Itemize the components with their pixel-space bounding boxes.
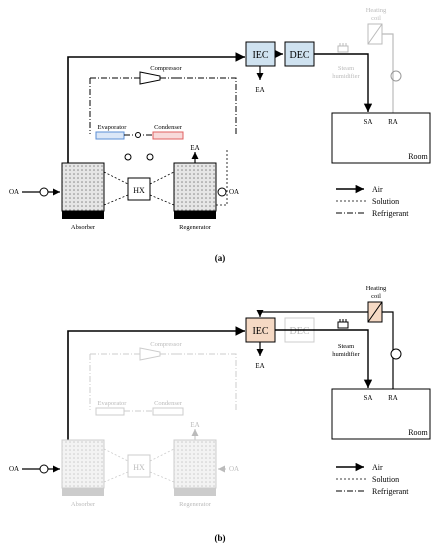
oa-left-label-b: OA: [9, 465, 19, 473]
condenser-icon-b: [152, 407, 184, 416]
regenerator-box: [173, 162, 217, 212]
ea-iec-label-b: EA: [255, 362, 264, 370]
absorber-fan-icon: [39, 187, 49, 197]
room-label-b: Room: [408, 428, 428, 437]
legend-refrigerant-b: Refrigerant: [372, 487, 409, 496]
heating-coil-label-2: coil: [371, 15, 381, 22]
room-label: Room: [408, 152, 428, 161]
steam-humidifier-label-b-1: Steam: [338, 343, 354, 350]
panel-a-label: (a): [215, 253, 226, 263]
legend-air: Air: [372, 185, 383, 194]
compressor-label-b: Compressor: [150, 341, 182, 348]
ea-iec-label: EA: [255, 86, 264, 94]
ra-label-b: RA: [388, 394, 398, 402]
iec-label-b: IEC: [252, 326, 268, 337]
steam-humidifier-icon-b: [337, 319, 349, 329]
legend-solution-b: Solution: [372, 475, 399, 484]
panel-a: IEC DEC EA Steam humidifier Heating coil…: [9, 7, 431, 263]
regenerator-label-b: Regenerator: [179, 501, 212, 508]
legend-refrigerant: Refrigerant: [372, 209, 409, 218]
legend-solution: Solution: [372, 197, 399, 206]
evaporator-icon-b: [95, 407, 125, 416]
condenser-label-b: Condenser: [154, 400, 183, 407]
oa-left-label: OA: [9, 188, 19, 196]
ea-regen-label: EA: [190, 144, 199, 152]
absorber-label: Absorber: [71, 224, 96, 231]
room-box-b: [331, 388, 431, 440]
hx-box: [127, 177, 151, 201]
regenerator-box-b: [173, 439, 217, 489]
sa-label-b: SA: [364, 394, 373, 402]
ra-label: RA: [388, 118, 398, 126]
absorber-box-b: [61, 439, 105, 489]
absorber-label-b: Absorber: [71, 501, 96, 508]
heating-coil-label-1: Heating: [366, 7, 387, 14]
iec-label: IEC: [252, 50, 268, 61]
legend-a: Air Solution Refrigerant: [336, 184, 409, 218]
panel-b: IEC EA DEC Steam humidifier Heating coil…: [9, 285, 431, 543]
steam-humidifier-label-2: humidifier: [332, 73, 360, 80]
legend-air-b: Air: [372, 463, 383, 472]
dec-label-b: DEC: [290, 326, 310, 337]
oa-right-label-b: OA: [229, 465, 239, 473]
steam-humidifier-label-1: Steam: [338, 65, 354, 72]
heating-coil-label-b-2: coil: [371, 293, 381, 300]
return-fan-icon: [390, 70, 402, 82]
steam-humidifier-icon: [337, 43, 349, 53]
condenser-label: Condenser: [154, 124, 183, 131]
evaporator-label-b: Evaporator: [98, 400, 128, 407]
legend-b: Air Solution Refrigerant: [336, 462, 409, 496]
evaporator-icon: [95, 131, 125, 140]
absorber-box: [61, 162, 105, 212]
hx-label: HX: [133, 186, 145, 195]
dec-label: DEC: [290, 50, 310, 61]
hx-box-b: [127, 454, 151, 478]
hx-label-b: HX: [133, 463, 145, 472]
compressor-label: Compressor: [150, 65, 182, 72]
dec-box: [284, 41, 315, 67]
evaporator-label: Evaporator: [98, 124, 128, 131]
sa-label: SA: [364, 118, 373, 126]
steam-humidifier-label-b-2: humidifier: [332, 351, 360, 358]
regenerator-fan-icon: [217, 187, 227, 197]
regenerator-label: Regenerator: [179, 224, 212, 231]
compressor-icon-b: [139, 347, 161, 361]
oa-right-label: OA: [229, 188, 239, 196]
compressor-icon: [139, 71, 161, 85]
room-box: [331, 112, 431, 164]
return-fan-icon-b: [390, 348, 402, 360]
absorber-fan-icon-b: [39, 464, 49, 474]
panel-b-label: (b): [215, 533, 226, 543]
heating-coil-label-b-1: Heating: [366, 285, 387, 292]
ea-regen-label-b: EA: [190, 421, 199, 429]
condenser-icon: [152, 131, 184, 140]
